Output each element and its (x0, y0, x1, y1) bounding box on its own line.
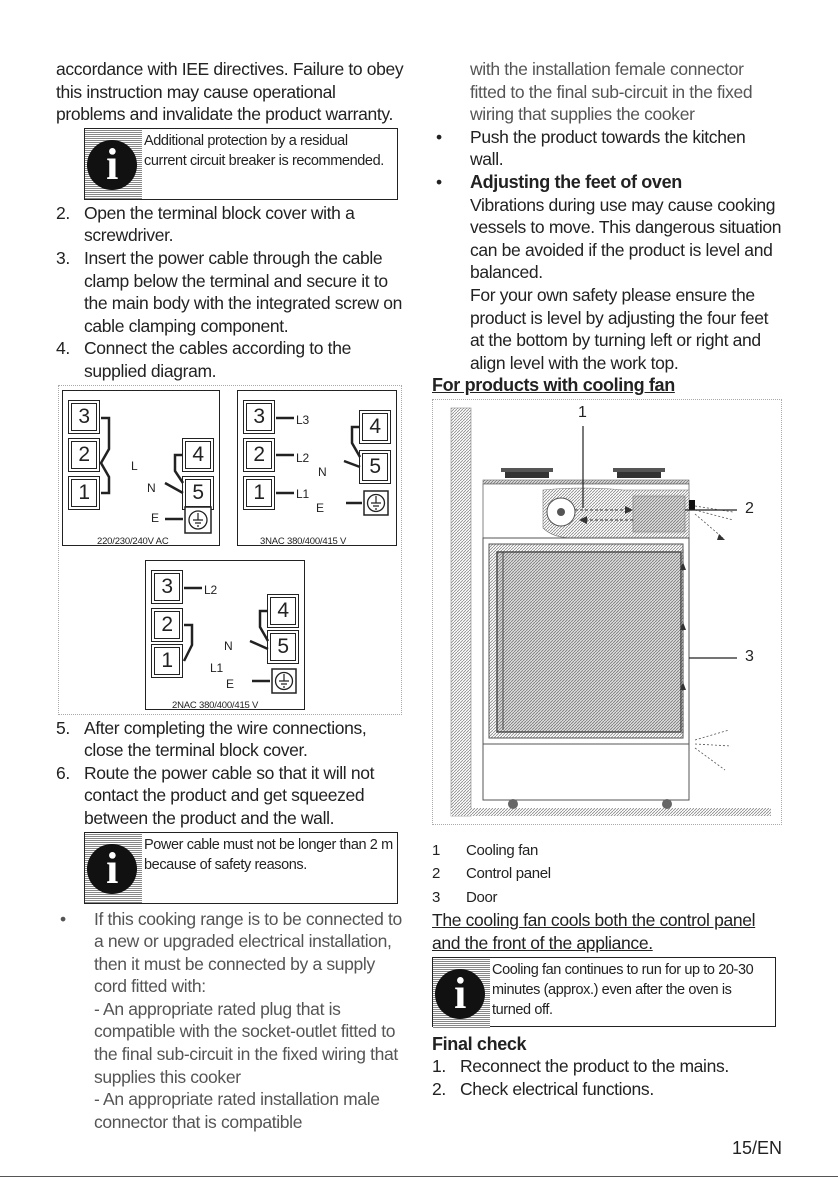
terminal-5: 5 (267, 629, 299, 664)
step-item: 6.Route the power cable so that it will … (56, 762, 375, 828)
step-item: 2.Open the terminal block cover with a s… (56, 202, 355, 246)
terminal-1: 1 (68, 475, 100, 510)
terminal-2: 2 (68, 437, 100, 472)
terminal-4: 4 (359, 409, 391, 444)
intro-paragraph: accordance with IEE directives. Failure … (56, 59, 404, 125)
bullet-supply-cord: • If this cooking range is to be connect… (60, 908, 402, 1132)
terminal-5: 5 (359, 449, 391, 484)
info-icon: i (85, 832, 142, 903)
callout-3: 3 (745, 647, 754, 665)
bullet-push-product: •Push the product towards the kitchen wa… (436, 126, 746, 170)
terminal-4: 4 (182, 437, 214, 472)
terminal-2: 2 (243, 437, 275, 472)
info-note-text: Additional protection by a residual curr… (144, 132, 384, 169)
fan-description: The cooling fan cools both the control p… (432, 910, 756, 953)
steps-list-a: 2.Open the terminal block cover with a s… (56, 202, 404, 383)
right-column: with the installation female connector f… (432, 58, 782, 1100)
info-icon: i (85, 128, 142, 199)
step-item: 2.Check electrical functions. (432, 1078, 654, 1099)
footer-divider (0, 1176, 838, 1177)
info-icon: i (433, 957, 490, 1028)
callout-2: 2 (745, 499, 754, 517)
info-note-rcd: i Additional protection by a residual cu… (84, 127, 398, 200)
terminal-3: 3 (151, 569, 183, 604)
oven-illustration (450, 407, 771, 817)
oven-cooling-fan-figure: 1 2 3 (432, 398, 782, 825)
terminal-3: 3 (68, 399, 100, 434)
wiring-lines (99, 416, 212, 534)
info-note-text: Cooling fan continues to run for up to 2… (492, 961, 754, 1018)
caption-single-phase: 220/230/240V AC (97, 535, 169, 547)
steps-list-b: 5.After completing the wire connections,… (56, 717, 404, 830)
left-column: accordance with IEE directives. Failure … (56, 58, 404, 1133)
caption-two-phase: 2NAC 380/400/415 V (172, 699, 259, 711)
step-item: 1.Reconnect the product to the mains. (432, 1056, 729, 1077)
step-item: 4.Connect the cables according to the su… (56, 338, 351, 381)
wiring-diagram: 3 2 1 4 5 L N E 220/230/240V AC 3 2 1 (58, 384, 402, 715)
wiring-box-two-phase: 3 2 1 4 5 L2 N L1 E 2NAC 380/400/415 V (145, 559, 305, 711)
terminal-5: 5 (182, 475, 214, 510)
wiring-lines (182, 586, 297, 694)
terminal-3: 3 (243, 399, 275, 434)
final-check-list: 1.Reconnect the product to the mains. 2.… (432, 1055, 782, 1100)
terminal-4: 4 (267, 593, 299, 628)
terminal-1: 1 (243, 475, 275, 510)
info-note-cable-length: i Power cable must not be longer than 2 … (84, 831, 398, 904)
final-check-heading: Final check (432, 1033, 527, 1054)
wiring-box-three-phase: 3 2 1 4 5 L3 L2 N L1 E 3NAC 380/400/415 … (237, 389, 397, 547)
continued-text: with the installation female connector f… (470, 59, 753, 125)
wiring-box-single-phase: 3 2 1 4 5 L N E 220/230/240V AC (62, 389, 220, 547)
wiring-lines (276, 416, 389, 516)
callout-1: 1 (578, 403, 587, 421)
terminal-2: 2 (151, 607, 183, 642)
step-item: 3.Insert the power cable through the cab… (56, 247, 402, 336)
caption-three-phase: 3NAC 380/400/415 V (260, 535, 347, 547)
bullet-adjust-feet: • Adjusting the feet of oven Vibrations … (436, 171, 782, 373)
step-item: 5.After completing the wire connections,… (56, 717, 367, 761)
info-note-text: Power cable must not be longer than 2 m … (144, 836, 393, 873)
info-note-fan-runtime: i Cooling fan continues to run for up to… (432, 956, 776, 1028)
section-heading: Adjusting the feet of oven (470, 171, 682, 192)
page-number: 15/EN (731, 1138, 782, 1158)
cooling-fan-heading: For products with cooling fan (432, 375, 675, 396)
terminal-1: 1 (151, 643, 183, 678)
